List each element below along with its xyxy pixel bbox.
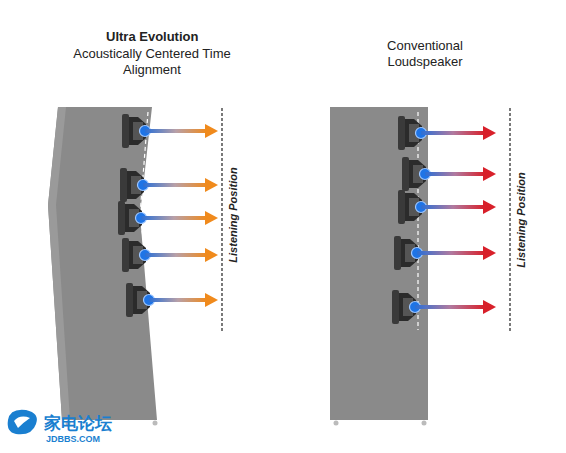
- subheading: Acoustically Centered Time Alignment: [72, 46, 232, 78]
- watermark: JDBBS.COM: [46, 434, 100, 444]
- heading: Conventional Loudspeaker: [370, 38, 480, 70]
- axis-label: Listening Position: [515, 172, 527, 267]
- heading: Ultra Evolution: [106, 29, 198, 44]
- axis-label: Listening Position: [227, 167, 239, 262]
- watermark: 家电论坛: [44, 412, 112, 435]
